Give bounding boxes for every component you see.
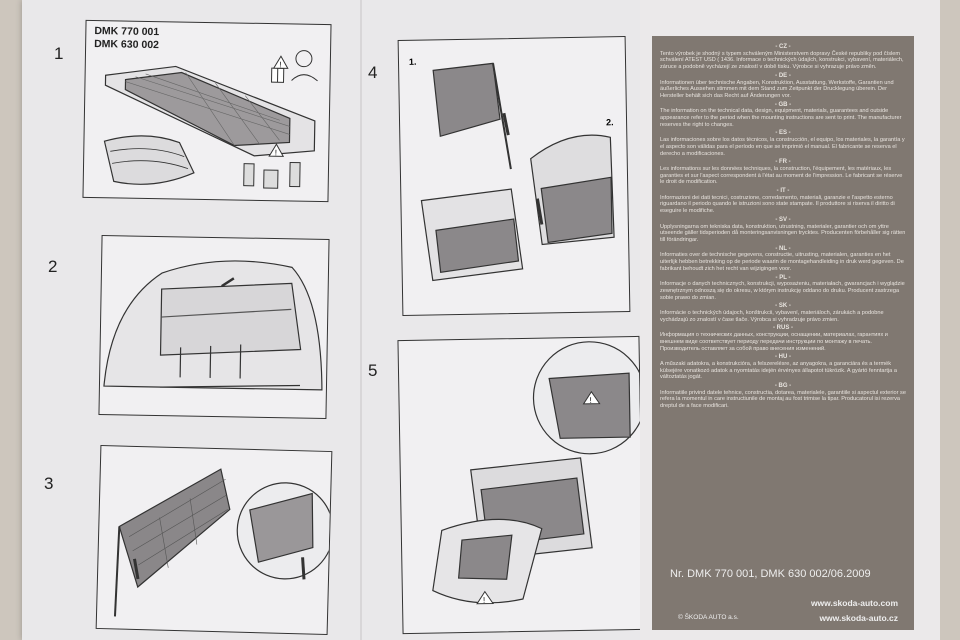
step-number-3: 3 bbox=[44, 474, 54, 493]
language-code: - BG - bbox=[774, 383, 792, 390]
step-1-panel: DMK 770 001 DMK 630 002 ! bbox=[82, 19, 332, 203]
language-code: - FR - bbox=[775, 159, 791, 166]
language-block: - RUS -Информация о технических данных, … bbox=[652, 325, 914, 352]
language-text: A műszaki adatokra, a konstrukcióra, a f… bbox=[660, 360, 897, 381]
language-text: Informácie o technických údajoch, konštr… bbox=[660, 310, 884, 323]
language-text: Upplysningarna om tekniska data, konstru… bbox=[660, 223, 906, 243]
step-3-panel bbox=[95, 444, 333, 636]
substep-label: 2. bbox=[605, 117, 614, 128]
language-block: - SK -Informácie o technických údajoch, … bbox=[652, 303, 914, 323]
website-link[interactable]: www.skoda-auto.com bbox=[810, 598, 898, 608]
language-code: - HU - bbox=[775, 354, 791, 361]
language-code: - SK - bbox=[775, 303, 791, 310]
language-block: - ES -Las informaciones sobre los datos … bbox=[652, 130, 914, 157]
language-block: - PL -Informacje o danych technicznych, … bbox=[652, 275, 914, 302]
language-code: - SV - bbox=[775, 216, 791, 223]
substep-label: 1. bbox=[408, 56, 417, 67]
language-text: Informatiile privind datele tehnice, con… bbox=[660, 389, 906, 410]
language-text: Tento výrobek je shodný s typem schválen… bbox=[660, 50, 904, 71]
svg-text:!: ! bbox=[589, 396, 591, 405]
language-text: Informazioni dei dati tecnici, costruzio… bbox=[660, 194, 895, 215]
language-code: - PL - bbox=[775, 274, 791, 281]
language-text: Informaties over de technische gegevens,… bbox=[660, 252, 904, 272]
language-block: - IT -Informazioni dei dati tecnici, cos… bbox=[652, 188, 914, 215]
manual-icon bbox=[271, 67, 285, 83]
language-text: The information on the technical data, d… bbox=[660, 108, 902, 128]
step-number-5: 5 bbox=[368, 361, 378, 380]
step-4-panel: 1. 2. bbox=[397, 36, 631, 316]
hook-attachment-illustration bbox=[420, 62, 615, 282]
step-2-panel bbox=[98, 235, 330, 419]
language-list: - CZ -Tento výrobek je shodný s typem sc… bbox=[652, 36, 914, 410]
step-5-panel: ! ! bbox=[397, 335, 645, 635]
language-block: - NL -Informaties over de technische geg… bbox=[652, 246, 914, 273]
reference-number: Nr. DMK 770 001, DMK 630 002/06.2009 bbox=[670, 568, 871, 580]
language-text: Информация о технических данных, констру… bbox=[660, 332, 888, 352]
language-block: - CZ -Tento výrobek je shodný s typem sc… bbox=[652, 44, 914, 71]
step-number-4: 4 bbox=[368, 63, 378, 82]
language-block: - FR -Les informations sur les données t… bbox=[652, 159, 914, 186]
language-code: - CZ - bbox=[775, 44, 791, 50]
svg-text:!: ! bbox=[483, 596, 485, 605]
instruction-sheet: 1 2 3 4 5 DMK 770 001 DMK 630 002 bbox=[22, 0, 645, 640]
language-code: - IT - bbox=[776, 188, 790, 195]
net-mounting-illustration bbox=[113, 468, 332, 617]
language-text: Les informations sur les données techniq… bbox=[660, 165, 903, 186]
step-number-1: 1 bbox=[54, 44, 64, 63]
language-text: Informacje o danych technicznych, konstr… bbox=[660, 281, 905, 301]
svg-text:!: ! bbox=[279, 60, 281, 69]
language-text: Las informaciones sobre los datos técnic… bbox=[660, 137, 905, 157]
legal-notice-panel: - CZ -Tento výrobek je shodný s typem sc… bbox=[652, 36, 914, 630]
language-block: - SV -Upplysningarna om tekniska data, k… bbox=[652, 217, 914, 244]
warning-icon: ! bbox=[272, 55, 289, 69]
copyright: © ŠKODA AUTO a.s. bbox=[678, 614, 739, 621]
warning-icon: ! bbox=[582, 390, 601, 405]
language-block: - DE -Informationen über technische Anga… bbox=[652, 73, 914, 100]
language-text: Informationen über technische Angaben, K… bbox=[660, 79, 894, 99]
trunk-illustration bbox=[103, 260, 323, 391]
model-numbers: DMK 770 001 DMK 630 002 bbox=[94, 25, 159, 52]
language-code: - RUS - bbox=[773, 325, 793, 332]
language-code: - GB - bbox=[774, 101, 792, 108]
language-block: - HU -A műszaki adatokra, a konstrukciór… bbox=[652, 354, 914, 381]
step-number-2: 2 bbox=[48, 257, 58, 276]
language-block: - BG -Informatiile privind datele tehnic… bbox=[652, 383, 914, 410]
model-line: DMK 630 002 bbox=[94, 38, 160, 52]
cargo-net-illustration: ! ! bbox=[103, 50, 318, 189]
net-installed-illustration: ! ! bbox=[432, 341, 644, 605]
warning-icon: ! bbox=[476, 590, 495, 605]
model-line: DMK 770 001 bbox=[94, 25, 160, 39]
language-code: - DE - bbox=[775, 72, 791, 79]
warning-icon: ! bbox=[268, 143, 285, 157]
person-icon bbox=[291, 50, 318, 82]
website-link-cz[interactable]: www.skoda-auto.cz bbox=[819, 613, 898, 623]
page-fold bbox=[360, 0, 362, 640]
language-code: - NL - bbox=[775, 245, 791, 252]
svg-text:!: ! bbox=[275, 148, 277, 157]
language-block: - GB -The information on the technical d… bbox=[652, 102, 914, 129]
language-code: - ES - bbox=[775, 130, 791, 137]
